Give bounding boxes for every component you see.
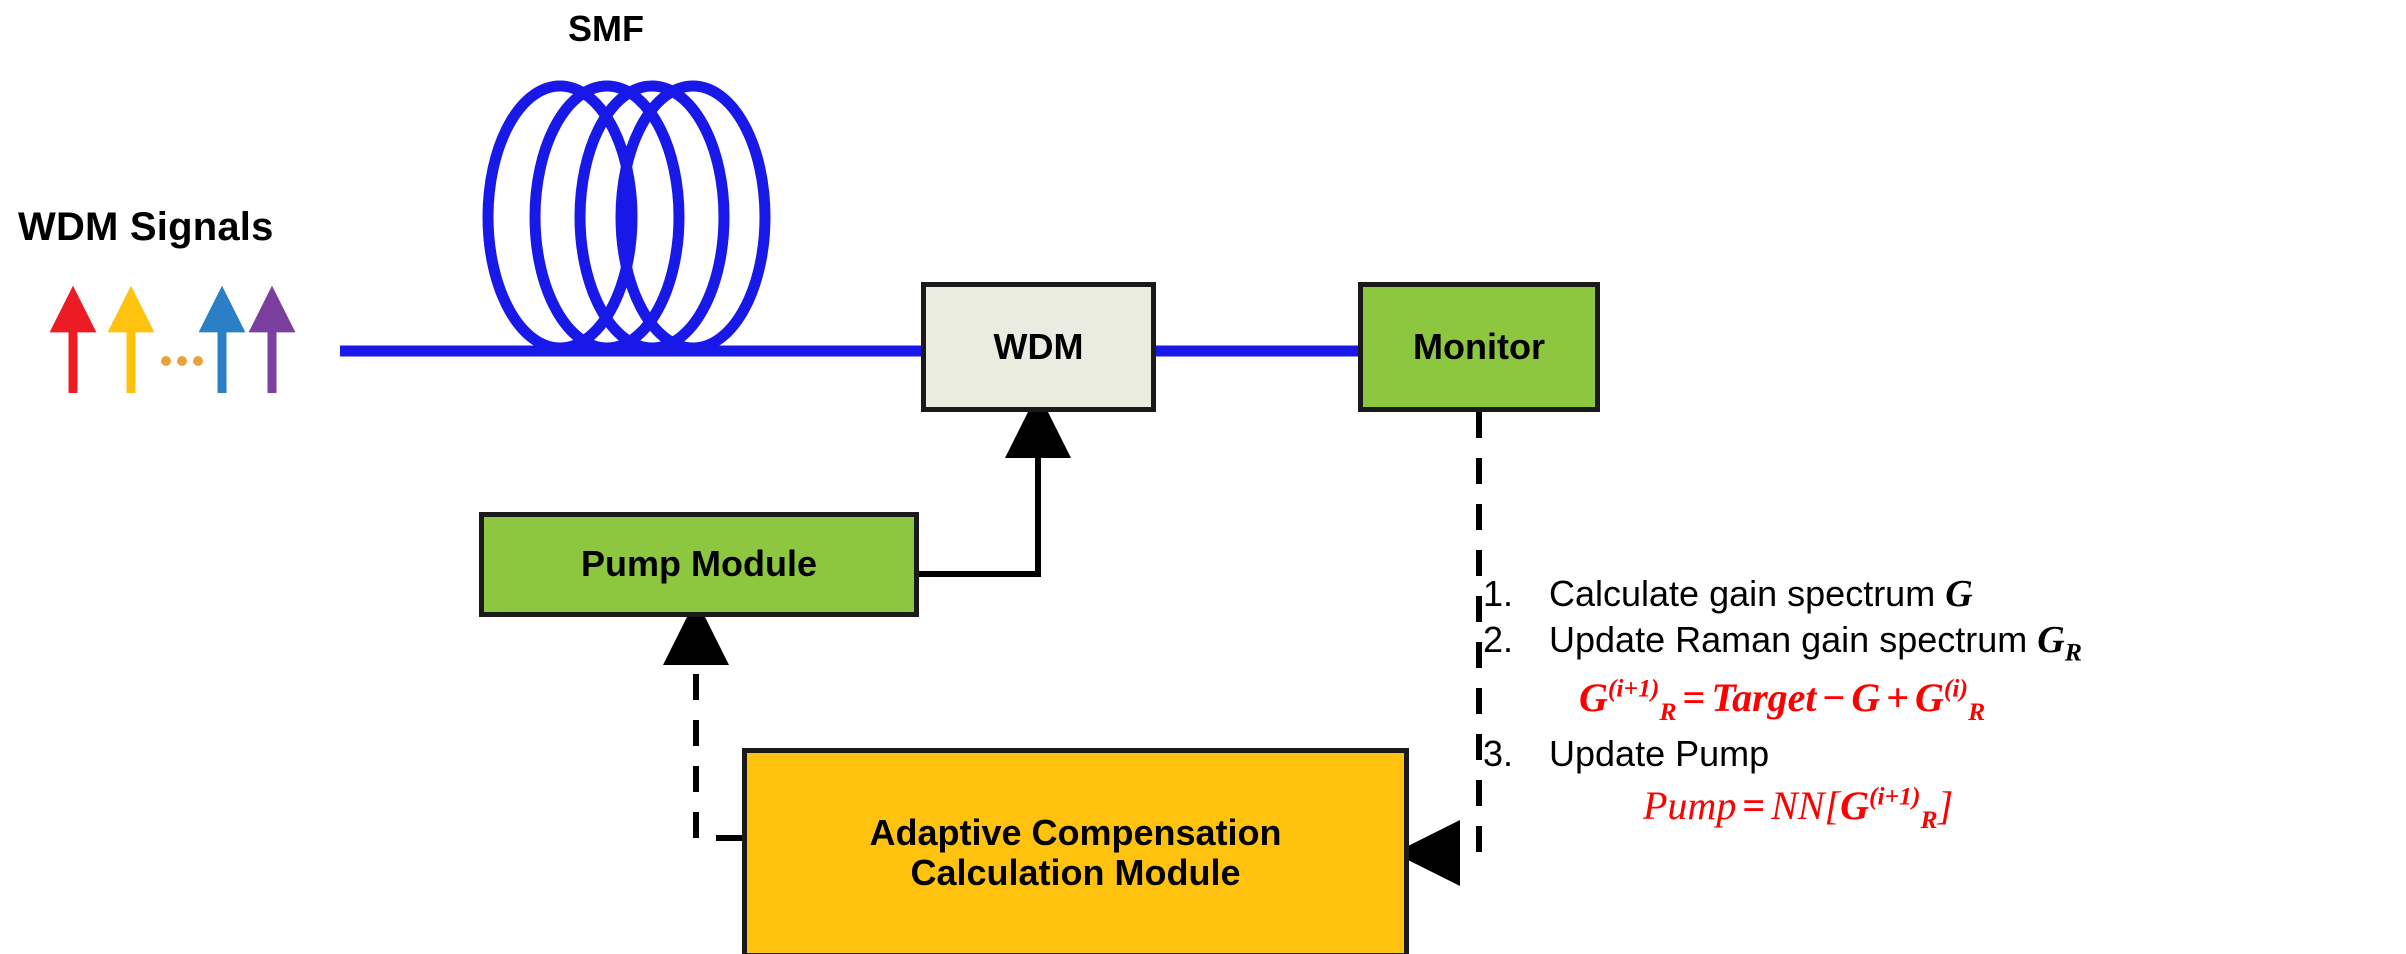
eq1-g: G bbox=[1851, 675, 1881, 721]
eq1-lhs-sub: R bbox=[1659, 697, 1677, 727]
eq1-rhs-sub: R bbox=[1968, 697, 1986, 727]
wdm-signal-arrows bbox=[49, 285, 296, 393]
pump-module-box[interactable]: Pump Module bbox=[479, 512, 919, 617]
eq2-equals: = bbox=[1742, 782, 1766, 828]
monitor-box[interactable]: Monitor bbox=[1358, 282, 1600, 412]
eq1-lhs-sup: (i+1) bbox=[1607, 674, 1660, 704]
algorithm-steps-list: 1. Calculate gain spectrum G 2. Update R… bbox=[1483, 571, 2403, 839]
wdm-signals-label: WDM Signals bbox=[18, 205, 274, 249]
step-2: 2. Update Raman gain spectrum GR bbox=[1483, 617, 2403, 668]
eq2-bracket-close: ] bbox=[1937, 782, 1954, 828]
eq2-pump: Pump bbox=[1643, 782, 1737, 828]
raman-gain-update-equation: G(i+1)R=Target−G+G(i)R bbox=[1579, 668, 2403, 731]
acc-module-label-line2: Calculation Module bbox=[910, 852, 1241, 893]
eq1-minus: − bbox=[1822, 675, 1846, 721]
signal-ellipsis-icon bbox=[161, 356, 203, 366]
pump-to-wdm-link bbox=[919, 392, 1071, 577]
step-1-label: Calculate gain spectrum bbox=[1549, 573, 1946, 614]
smf-coil-icon bbox=[482, 80, 771, 354]
step-3-label: Update Pump bbox=[1549, 732, 1770, 774]
step-1-text: Calculate gain spectrum G bbox=[1549, 571, 2403, 617]
smf-loop-4 bbox=[615, 80, 771, 354]
step-2-symbol: GR bbox=[2037, 619, 2082, 667]
step-2-text: Update Raman gain spectrum GR bbox=[1549, 617, 2403, 668]
eq1-equals: = bbox=[1682, 675, 1706, 721]
eq1-target: Target bbox=[1711, 675, 1817, 721]
step-2-number: 2. bbox=[1483, 619, 1514, 661]
adaptive-compensation-calculation-module-box[interactable]: Adaptive Compensation Calculation Module bbox=[742, 748, 1409, 954]
eq2-base: G bbox=[1840, 782, 1869, 828]
step-2-symbol-sub: R bbox=[2064, 637, 2082, 667]
eq2-nn: NN bbox=[1771, 782, 1825, 828]
eq1-plus: + bbox=[1886, 675, 1909, 721]
step-1-symbol: G bbox=[1945, 573, 1973, 615]
eq2-sub: R bbox=[1920, 804, 1938, 834]
pump-update-equation: Pump=NN[G(i+1)R] bbox=[1643, 776, 2403, 839]
step-3: 3. Update Pump bbox=[1483, 732, 2403, 776]
eq2-bracket-open: [ bbox=[1824, 782, 1841, 828]
step-1-number: 1. bbox=[1483, 573, 1514, 614]
eq1-rhs-sup: (i) bbox=[1943, 674, 1969, 704]
eq1-rhs-base: G bbox=[1915, 675, 1944, 721]
monitor-to-acc-link bbox=[1394, 412, 1482, 886]
step-2-symbol-base: G bbox=[2037, 619, 2065, 662]
step-3-number: 3. bbox=[1483, 732, 1514, 774]
acc-to-pump-link bbox=[663, 599, 742, 841]
acc-module-label-line1: Adaptive Compensation bbox=[869, 811, 1282, 853]
step-1: 1. Calculate gain spectrum G bbox=[1483, 571, 2403, 617]
step-2-label: Update Raman gain spectrum bbox=[1549, 619, 2038, 661]
smf-label: SMF bbox=[568, 8, 644, 49]
eq1-lhs-base: G bbox=[1579, 675, 1608, 721]
eq2-sup: (i+1) bbox=[1868, 781, 1921, 811]
wdm-box[interactable]: WDM bbox=[921, 282, 1156, 412]
smf-loop-3 bbox=[574, 80, 730, 354]
